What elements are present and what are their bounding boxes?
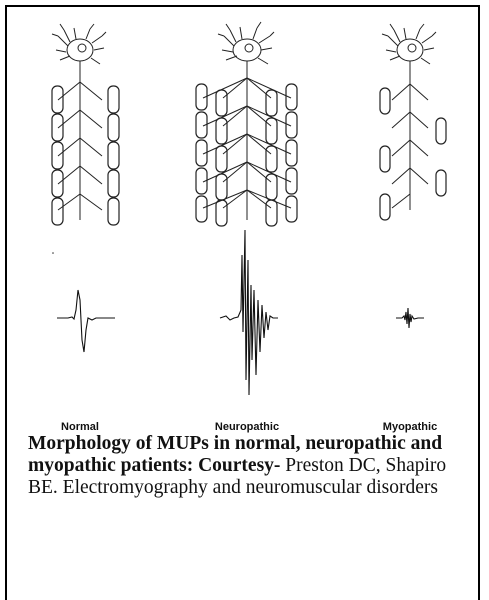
myopathic-motor-unit [380, 24, 446, 220]
neuropathic-motor-unit [196, 22, 297, 226]
neuropathic-mup-waveform [220, 230, 278, 395]
myopathic-muscle-fibers [380, 88, 446, 220]
neuropathic-neuron-icon [218, 22, 274, 64]
stray-dot [52, 252, 54, 254]
figure-caption: Morphology of MUPs in normal, neuropathi… [28, 433, 468, 499]
normal-motor-unit [52, 24, 119, 225]
myopathic-neuron-icon [382, 24, 436, 64]
label-normal: Normal [25, 421, 135, 433]
normal-muscle-fibers [52, 86, 119, 225]
label-neuropathic: Neuropathic [192, 421, 302, 433]
normal-mup-waveform [57, 290, 115, 352]
myopathic-mup-waveform [396, 308, 424, 328]
label-myopathic: Myopathic [355, 421, 465, 433]
normal-neuron-icon [52, 24, 106, 64]
